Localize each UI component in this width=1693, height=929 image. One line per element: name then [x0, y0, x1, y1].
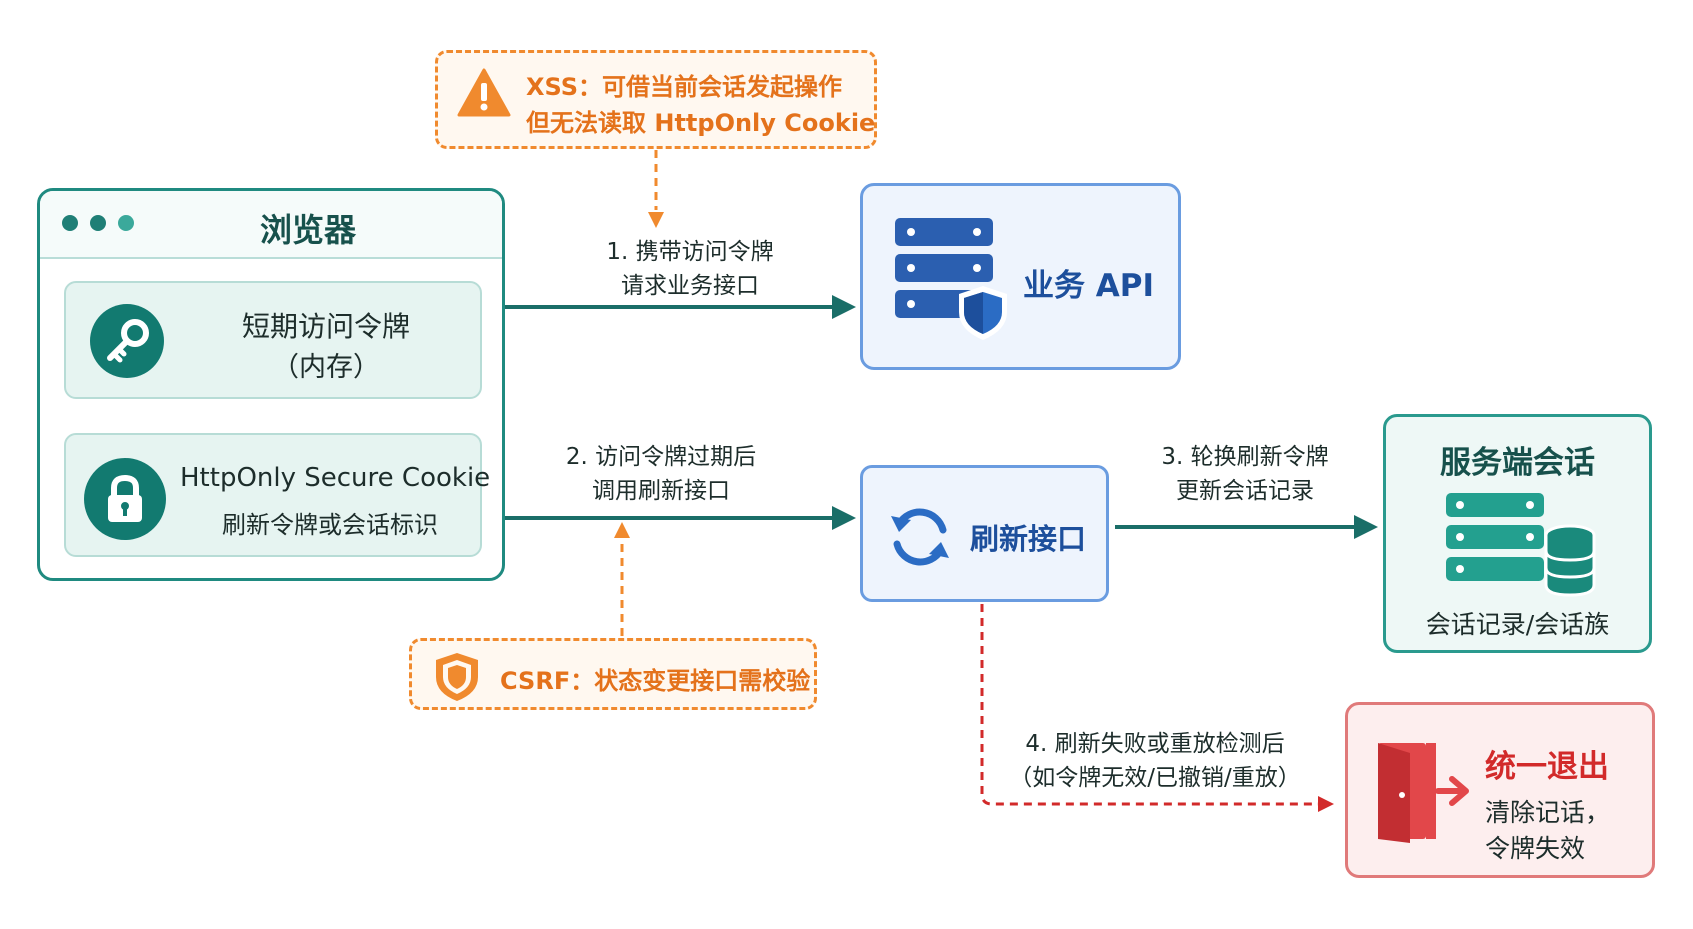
refresh-endpoint-label: 刷新接口 [970, 522, 1087, 556]
access-token-subtitle: （内存） [272, 352, 380, 383]
flow-label-3-line1: 3. 轮换刷新令牌 [1161, 444, 1329, 470]
logout-box: 统一退出 清除记话， 令牌失效 [1345, 702, 1655, 878]
cookie-title: HttpOnly Secure Cookie [180, 463, 491, 493]
logout-line2: 令牌失效 [1485, 834, 1586, 863]
flow-label-3-line2: 更新会话记录 [1176, 478, 1314, 504]
flow-label-4-line2: （如令牌无效/已撤销/重放） [1009, 765, 1301, 791]
flow-label-2-line2: 调用刷新接口 [592, 478, 730, 504]
server-session-title: 服务端会话 [1440, 445, 1595, 481]
flow-label-4: 4. 刷新失败或重放检测后 （如令牌无效/已撤销/重放） [985, 727, 1325, 795]
csrf-arrow [614, 522, 630, 636]
xss-warning-line1: XSS：可借当前会话发起操作 [526, 73, 842, 101]
csrf-warning-line1: CSRF：状态变更接口需校验 [500, 667, 811, 695]
flow-label-1: 1. 携带访问令牌 请求业务接口 [560, 235, 820, 303]
flow-label-1-line2: 请求业务接口 [621, 273, 759, 299]
flow-label-4-line1: 4. 刷新失败或重放检测后 [1025, 731, 1285, 757]
xss-warning-box: XSS：可借当前会话发起操作 但无法读取 HttpOnly Cookie [435, 50, 877, 149]
lock-icon [84, 458, 166, 540]
refresh-endpoint-box: 刷新接口 [860, 465, 1109, 602]
exit-door-icon [1378, 743, 1469, 843]
business-api-box: 业务 API [860, 183, 1181, 370]
server-shield-icon [895, 218, 1007, 340]
xss-warning-line2: 但无法读取 HttpOnly Cookie [526, 109, 876, 137]
server-session-box: 服务端会话 会话记录/会话族 [1383, 414, 1652, 653]
server-database-icon [1446, 493, 1596, 597]
access-token-panel: 短期访问令牌 （内存） [64, 281, 482, 399]
flow-label-2-line1: 2. 访问令牌过期后 [565, 444, 757, 470]
csrf-warning-box: CSRF：状态变更接口需校验 [409, 638, 817, 710]
browser-title: 浏览器 [260, 211, 357, 249]
flow-arrow-2 [492, 506, 856, 530]
browser-title-bar: 浏览器 [40, 191, 502, 259]
logout-title: 统一退出 [1485, 749, 1609, 785]
xss-arrow [648, 150, 664, 228]
logout-line1: 清除记话， [1485, 798, 1611, 827]
flow-label-2: 2. 访问令牌过期后 调用刷新接口 [536, 440, 786, 508]
flow-arrow-1 [492, 295, 856, 319]
flow-arrow-4 [980, 604, 1334, 812]
server-session-caption: 会话记录/会话族 [1425, 610, 1610, 639]
flow-label-1-line1: 1. 携带访问令牌 [606, 239, 774, 265]
window-dot-3 [118, 215, 134, 231]
shield-icon [436, 653, 478, 701]
key-icon [90, 304, 164, 378]
cookie-subtitle: 刷新令牌或会话标识 [222, 511, 438, 539]
window-dot-1 [62, 215, 78, 231]
browser-window: 浏览器 短期访问令牌 （内存） HttpOnly Secure Cookie 刷… [37, 188, 505, 581]
warning-icon [457, 68, 511, 117]
flow-arrow-3 [1115, 515, 1378, 539]
cookie-panel: HttpOnly Secure Cookie 刷新令牌或会话标识 [64, 433, 491, 557]
refresh-icon [891, 508, 949, 566]
flow-label-3: 3. 轮换刷新令牌 更新会话记录 [1135, 440, 1355, 508]
window-dot-2 [90, 215, 106, 231]
access-token-title: 短期访问令牌 [241, 310, 410, 343]
business-api-label: 业务 API [1023, 268, 1155, 304]
